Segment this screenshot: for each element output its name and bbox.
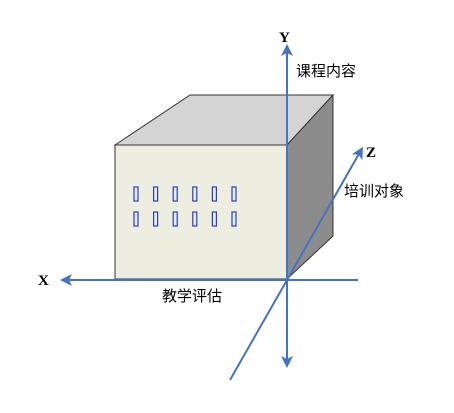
y-axis-label: 课程内容 <box>296 62 356 80</box>
cube-window <box>133 211 139 227</box>
x-axis-label: 教学评估 <box>162 287 222 305</box>
y-axis-letter: Y <box>279 30 290 46</box>
cube-window <box>172 211 178 227</box>
cube-window <box>231 211 237 227</box>
cube-window <box>192 211 198 227</box>
x-axis-letter: X <box>38 273 49 289</box>
cube-window <box>172 186 178 202</box>
z-axis-letter: Z <box>366 145 376 161</box>
cube-window <box>133 186 139 202</box>
cube-window <box>153 186 159 202</box>
cube-window <box>211 211 217 227</box>
z-axis-line <box>229 146 363 381</box>
axes <box>60 44 363 381</box>
cube-window <box>231 186 237 202</box>
z-axis-label: 培训对象 <box>344 182 404 200</box>
cube <box>113 93 335 281</box>
cube-window <box>211 186 217 202</box>
cube-window-grid <box>133 186 237 227</box>
cube-window <box>192 186 198 202</box>
cube-front-face <box>114 144 288 280</box>
cube-window <box>153 211 159 227</box>
